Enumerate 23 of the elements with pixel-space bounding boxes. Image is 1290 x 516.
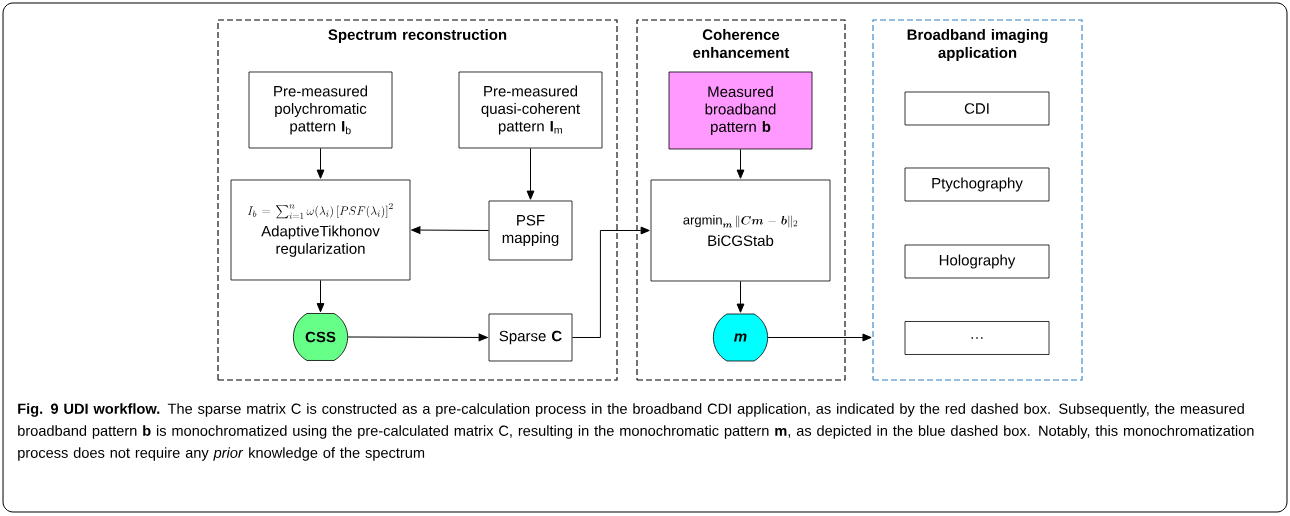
process-box: Pre-measured polychromatic pattern I$_{b}$ [248,71,393,149]
rounded-terminal: m [712,313,769,362]
arrow [411,226,490,234]
formula-box: $I_b = \sum_{i=1}^{n} \omega(\lambda_i)\left[PSF(\lambda_i)\right]^2$ AdaptiveTikhonov regularization [230,179,411,281]
caption: Fig. 9 UDI workflow. The sparse matrix C is constructed as a pre-calculation process in the broadband CDI application, as indicated by the red dashed box. Subsequently, the measured broadband pattern b is monochromatized using the pre-calculated matrix C, resulting in the monochromatic pattern m, as depicted in the blue dashed box. Notably, this monochromatization process does not require any prior knowledge of the spectrum [18,403,1254,461]
process-box: … [904,321,1050,355]
arrow [316,279,325,313]
arrow [736,148,745,179]
process-box: Ptychography [904,167,1050,202]
arrow [571,226,650,338]
process-box: PSF mapping [488,200,573,261]
rounded-terminal: CSS [292,313,349,361]
arrow [736,280,745,313]
process-box: Pre-measured quasi-coherent pattern I$_{m}$ [458,71,603,149]
arrow [347,333,488,342]
process-box: CDI [904,91,1050,126]
process-box: Holography [904,244,1050,279]
arrow [767,333,872,342]
formula-box: $\operatorname*{argmin}_{\boldsymbol{m}} \| \boldsymbol{Cm} - \boldsymbol{b} \|_2$ BiCGStab [650,179,831,282]
process-box: Sparse C [488,313,573,362]
process-box: Measured broadband pattern b [668,71,813,150]
arrow [316,147,325,179]
arrow [526,147,535,200]
